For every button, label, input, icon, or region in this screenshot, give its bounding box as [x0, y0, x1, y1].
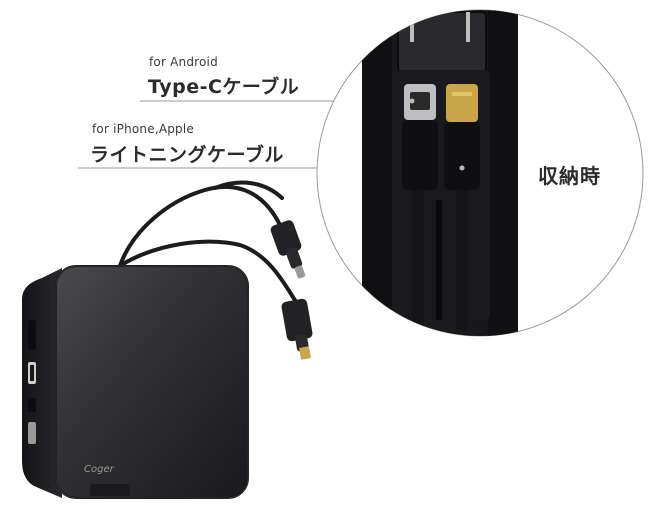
brand-logo: Coger	[84, 464, 114, 475]
lightning-cable-label: ライトニングケーブル	[90, 144, 284, 166]
lightning-plug	[281, 298, 313, 360]
stored-label: 収納時	[538, 164, 601, 188]
lightning-connector-icon	[446, 84, 478, 122]
magnify-circle	[316, 9, 644, 337]
android-sub-label: for Android	[149, 55, 218, 69]
typec-cable-label: Type-Cケーブル	[148, 76, 300, 98]
cables	[110, 180, 300, 307]
power-bank-image	[22, 265, 249, 499]
usb-c-plug	[270, 220, 306, 279]
iphone-sub-label: for iPhone,Apple	[92, 122, 194, 136]
